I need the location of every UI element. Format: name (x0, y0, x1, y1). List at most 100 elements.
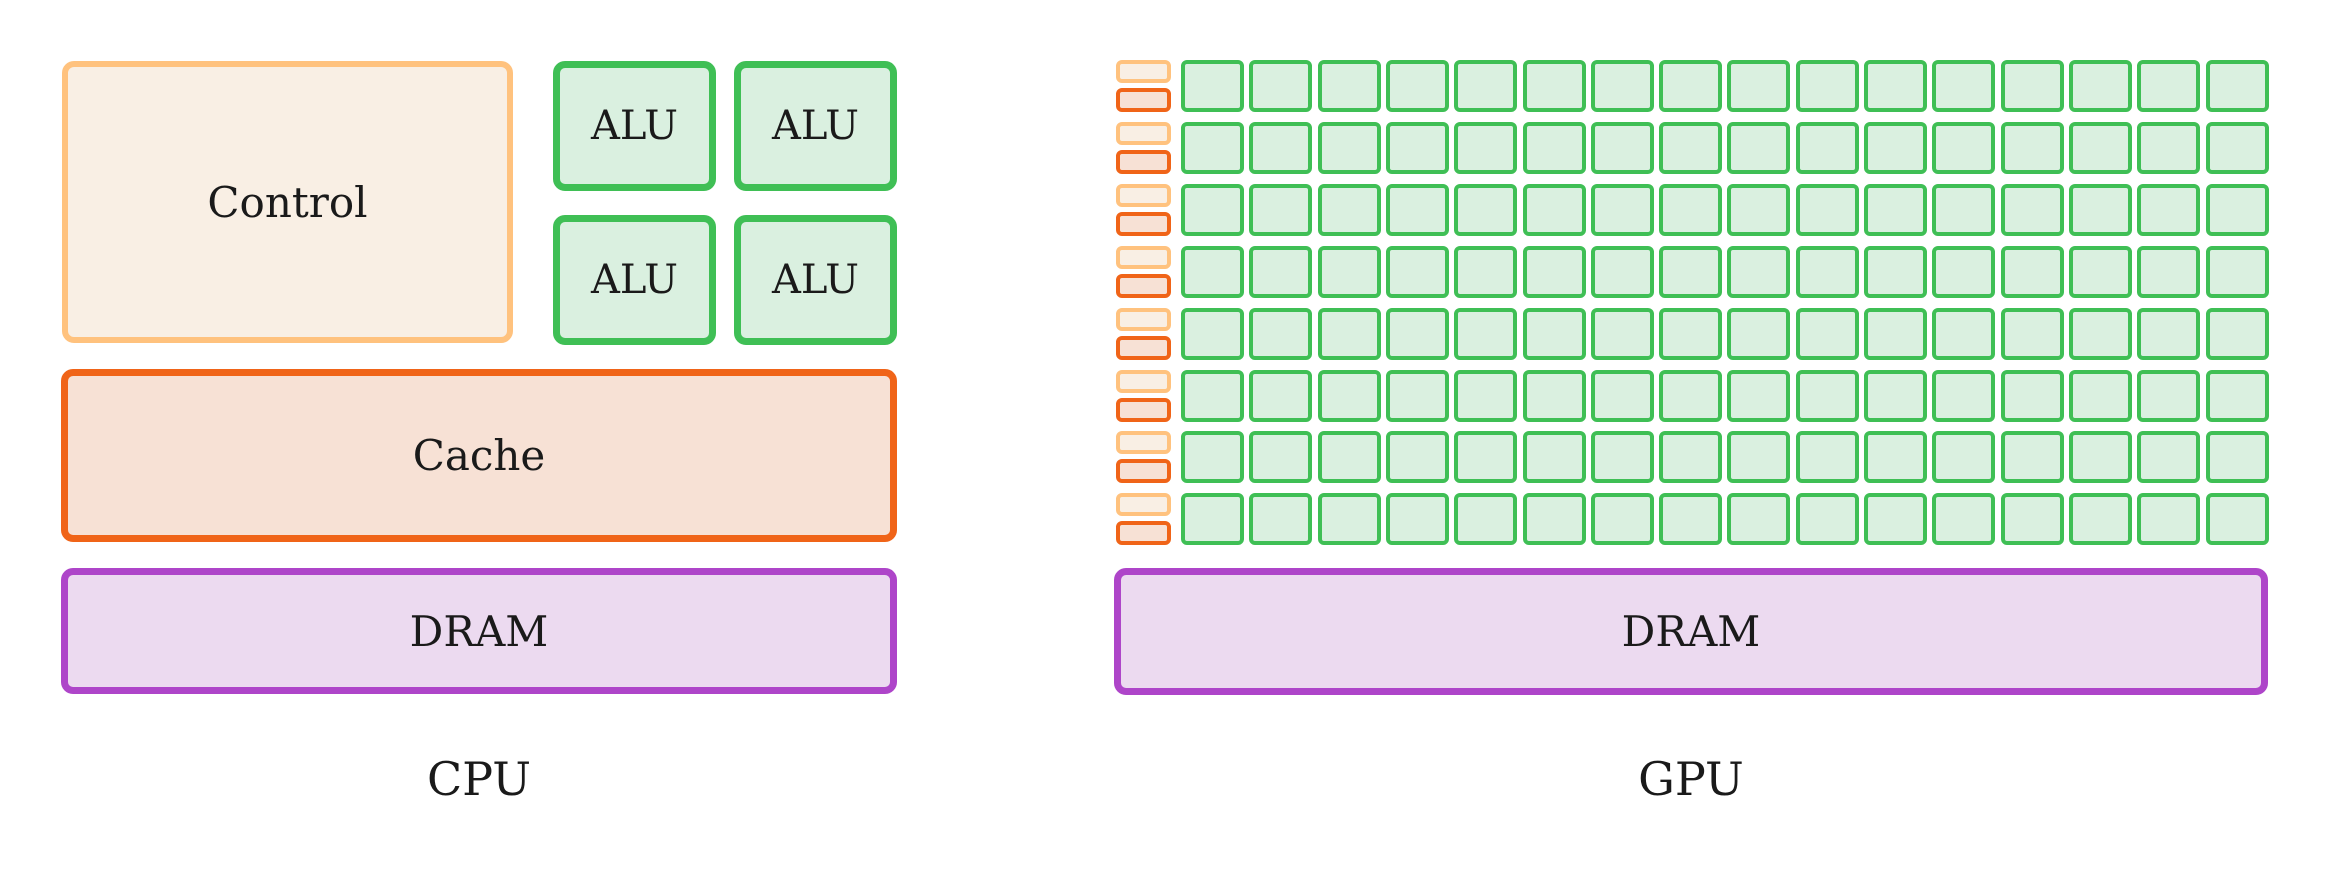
gpu-alu-core (1864, 121, 1927, 174)
gpu-alu-core (1454, 431, 1518, 484)
gpu-alu-core (1727, 245, 1791, 298)
gpu-caption: GPU (1638, 752, 1744, 806)
gpu-cache-unit (1116, 397, 1171, 422)
gpu-control-unit (1116, 245, 1171, 269)
gpu-alu-core (1385, 60, 1449, 112)
gpu-alu-core (2205, 60, 2269, 112)
gpu-alu-core (1249, 369, 1313, 422)
gpu-cache-unit (1116, 273, 1171, 298)
gpu-alu-core (2137, 183, 2201, 236)
gpu-alu-core (1522, 369, 1586, 422)
gpu-alu-core (1385, 431, 1449, 484)
gpu-alu-core (2000, 369, 2064, 422)
gpu-alu-core (1727, 369, 1791, 422)
cpu-cache-block: Cache (61, 369, 897, 542)
cpu-control-block: Control (62, 61, 513, 343)
gpu-alu-core (1659, 245, 1723, 298)
gpu-alu-core (1454, 183, 1518, 236)
gpu-alu-core (2137, 121, 2201, 174)
gpu-alu-core (1249, 60, 1313, 112)
gpu-alu-core (2000, 245, 2064, 298)
gpu-alu-core (1864, 245, 1927, 298)
cpu-cache-label: Cache (412, 431, 546, 480)
gpu-alu-core (1454, 121, 1518, 174)
gpu-control-unit (1116, 493, 1171, 517)
gpu-alu-core (2068, 183, 2132, 236)
cpu-alu-label: ALU (591, 103, 678, 149)
cpu-alu-block: ALU (553, 215, 716, 345)
gpu-control-unit (1116, 431, 1171, 455)
gpu-alu-core (1181, 369, 1244, 422)
gpu-alu-core (2000, 431, 2064, 484)
gpu-alu-core (1385, 121, 1449, 174)
gpu-alu-core (1385, 183, 1449, 236)
gpu-alu-core (1795, 60, 1859, 112)
gpu-alu-core (2137, 369, 2201, 422)
gpu-cache-unit (1116, 459, 1171, 484)
gpu-alu-core (1590, 121, 1654, 174)
gpu-alu-core (1522, 60, 1586, 112)
gpu-alu-core (1659, 431, 1723, 484)
gpu-alu-core (1932, 121, 1996, 174)
gpu-alu-core (1864, 60, 1927, 112)
gpu-alu-core (2137, 307, 2201, 360)
gpu-alu-core (1317, 493, 1381, 546)
cpu-alu-label: ALU (591, 257, 678, 303)
gpu-alu-core (1181, 493, 1244, 546)
cpu-caption: CPU (426, 752, 532, 806)
gpu-alu-core (1659, 493, 1723, 546)
gpu-alu-core (2205, 183, 2269, 236)
gpu-control-unit (1116, 121, 1171, 145)
gpu-alu-core (2205, 245, 2269, 298)
gpu-alu-core (2000, 183, 2064, 236)
gpu-control-unit (1116, 60, 1171, 83)
gpu-alu-core (2137, 431, 2201, 484)
gpu-alu-core (1181, 60, 1244, 112)
gpu-alu-core (1590, 493, 1654, 546)
gpu-alu-core (1317, 307, 1381, 360)
gpu-alu-core (1795, 245, 1859, 298)
gpu-alu-core (2205, 493, 2269, 546)
gpu-alu-core (1181, 121, 1244, 174)
gpu-alu-core (1317, 121, 1381, 174)
gpu-alu-core (2068, 369, 2132, 422)
gpu-alu-core (1727, 493, 1791, 546)
cpu-control-label: Control (207, 177, 368, 227)
gpu-alu-core (1727, 307, 1791, 360)
gpu-alu-core (1249, 431, 1313, 484)
gpu-alu-core (1385, 493, 1449, 546)
gpu-alu-core (1249, 121, 1313, 174)
gpu-alu-core (1317, 60, 1381, 112)
gpu-alu-core (2205, 121, 2269, 174)
gpu-alu-core (1659, 183, 1723, 236)
gpu-alu-core (1522, 183, 1586, 236)
gpu-control-unit (1116, 307, 1171, 331)
cpu-alu-block: ALU (734, 215, 897, 345)
gpu-alu-core (2068, 245, 2132, 298)
gpu-alu-core (2068, 60, 2132, 112)
cpu-alu-block: ALU (553, 61, 716, 191)
gpu-alu-core (2068, 431, 2132, 484)
gpu-alu-core (1249, 493, 1313, 546)
gpu-alu-core (1249, 307, 1313, 360)
gpu-alu-core (1317, 245, 1381, 298)
gpu-dram-block: DRAM (1114, 568, 2268, 695)
gpu-alu-core (2137, 493, 2201, 546)
gpu-alu-core (2137, 60, 2201, 112)
gpu-cache-unit (1116, 521, 1171, 546)
gpu-alu-core (1385, 307, 1449, 360)
gpu-alu-core (1932, 245, 1996, 298)
gpu-alu-core (1181, 245, 1244, 298)
gpu-control-unit (1116, 369, 1171, 393)
gpu-alu-core (1932, 183, 1996, 236)
gpu-alu-core (1795, 183, 1859, 236)
gpu-alu-core (2000, 307, 2064, 360)
gpu-core-grid (1114, 60, 2269, 547)
gpu-alu-core (1795, 307, 1859, 360)
gpu-alu-core (2205, 307, 2269, 360)
gpu-cache-unit (1116, 88, 1171, 112)
gpu-alu-core (1659, 121, 1723, 174)
gpu-alu-core (1864, 369, 1927, 422)
gpu-alu-core (1317, 431, 1381, 484)
gpu-alu-core (1590, 183, 1654, 236)
